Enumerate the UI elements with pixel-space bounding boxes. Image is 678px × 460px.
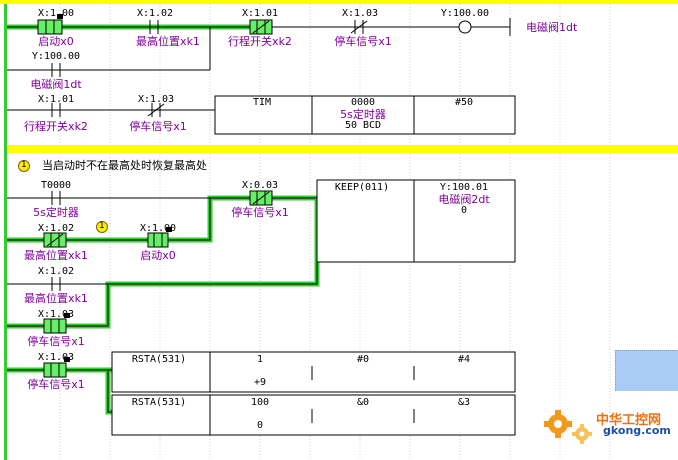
watermark-name: 中华工控网 [596,413,662,428]
contact-x1-03-rung2-nc[interactable] [147,103,165,117]
contact-x1-01-rung2[interactable] [51,103,61,117]
tim-operand: #50 [454,97,474,108]
addr-x1-03-r2: X:1.03 [137,94,175,105]
contact-x0-03-stop-nc[interactable] [249,190,273,206]
coil-y100-00[interactable] [458,20,472,34]
rsta1-p3: #4 [457,354,471,365]
rsta1-p1: 1 [256,354,264,365]
addr-x1-01-r2: X:1.01 [37,94,75,105]
keep-instruction-block[interactable] [316,179,516,263]
contact-x1-03-rung3[interactable] [43,313,70,334]
section-highlight-bar [7,145,678,153]
rsta-block-2[interactable] [111,394,516,436]
contact-x1-01-limit-switch[interactable] [249,19,273,35]
cmt-timer: 5s定时器 [33,206,79,219]
rsta1-label: RSTA(531) [131,354,187,365]
addr-coil-y100-00: Y:100.00 [440,8,490,19]
addr-x1-00: X:1.00 [37,8,75,19]
rsta-block-1[interactable] [111,351,516,393]
cmt-top-position-r3b: 最高位置xk1 [24,292,88,305]
rsta2-p3: &3 [457,397,471,408]
gear-logo-icon [544,410,592,444]
contact-x1-02-rung3-nc[interactable] [43,232,67,248]
cmt-stop-signal-r4: 停车信号x1 [27,378,85,391]
contact-y100-00-hold[interactable] [51,63,61,77]
cmt-coil-valve1: 电磁阀1dt [526,21,578,34]
keep-comment: 电磁阀2dt [438,193,490,206]
inline-badge-icon [96,221,108,233]
watermark-url: gkong.com [603,424,671,437]
addr-x1-02-r3b: X:1.02 [37,266,75,277]
rsta2-label: RSTA(531) [131,397,187,408]
keep-address: Y:100.01 [439,182,489,193]
cmt-stop-signal: 停车信号x1 [334,35,392,48]
contact-x1-00-start[interactable] [37,14,63,35]
inline-badge-number: 1 [99,221,105,231]
left-power-rail [4,4,7,460]
addr-x1-03-r4: X:1.03 [37,352,75,363]
cmt-stop-signal-r3b: 停车信号x1 [27,335,85,348]
cmt-top-position-r3: 最高位置xk1 [24,249,88,262]
cmt-stop-signal-r2: 停车信号x1 [129,120,187,133]
tim-set-value: 50 BCD [344,120,382,131]
rsta2-p1: 100 [250,397,270,408]
cmt-stop-signal-r3: 停车信号x1 [231,206,289,219]
contact-x1-02-top-position[interactable] [149,20,159,34]
tim-number: 0000 [350,97,376,108]
addr-y100-00-hold: Y:100.00 [31,51,81,62]
addr-x1-03: X:1.03 [341,8,379,19]
addr-x1-02: X:1.02 [136,8,174,19]
rsta2-p2: &0 [356,397,370,408]
rsta1-p2: #0 [356,354,370,365]
tim-comment: 5s定时器 [340,108,386,121]
cmt-limit-switch-r2: 行程开关xk2 [24,120,88,133]
addr-x1-00-r3: X:1.00 [139,223,177,234]
note-badge-icon [18,160,30,172]
cmt-start: 启动x0 [38,35,74,48]
tim-instruction-block[interactable] [214,95,516,135]
contact-x1-03-rung4[interactable] [43,357,70,378]
cmt-start-r3: 启动x0 [140,249,176,262]
rsta2-p1b: 0 [256,420,264,431]
contact-t0000-timer[interactable] [51,191,61,205]
cmt-top-position: 最高位置xk1 [136,35,200,48]
note-badge-number: 1 [21,160,27,170]
keep-label: KEEP(011) [334,182,390,193]
contact-x1-02-rung3-b[interactable] [51,277,61,291]
addr-x0-03: X:0.03 [241,180,279,191]
cmt-limit-switch: 行程开关xk2 [228,35,292,48]
addr-t0000: T0000 [40,180,72,191]
contact-x1-03-stop-nc[interactable] [350,20,368,34]
top-highlight-bar [0,0,678,4]
addr-x1-01: X:1.01 [241,8,279,19]
keep-value: 0 [460,205,468,216]
selection-highlight[interactable] [615,350,678,391]
contact-x1-00-rung3[interactable] [147,227,172,248]
rsta1-p1b: +9 [253,377,267,388]
tim-label: TIM [252,97,272,108]
rung-note[interactable]: 当启动时不在最高处时恢复最高处 [42,159,207,172]
addr-x1-02-r3: X:1.02 [37,223,75,234]
cmt-hold-valve1: 电磁阀1dt [30,78,82,91]
addr-x1-03-r3: X:1.03 [37,309,75,320]
